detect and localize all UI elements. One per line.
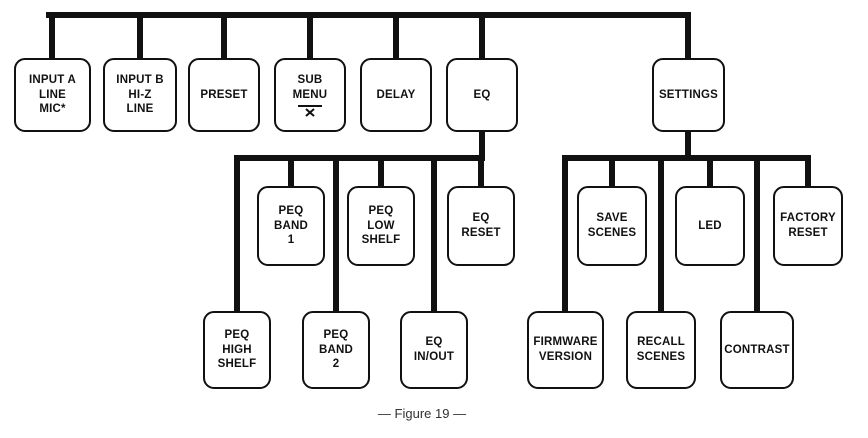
node-input-b: INPUT B HI-Z LINE bbox=[103, 58, 177, 132]
node-peq-high-shelf: PEQ HIGH SHELF bbox=[203, 311, 271, 389]
node-label: FIRMWARE VERSION bbox=[533, 336, 598, 363]
connector-line-eq-stem bbox=[479, 130, 485, 161]
connector-line bbox=[393, 12, 399, 58]
connector-line bbox=[754, 155, 760, 311]
connector-line bbox=[307, 12, 313, 58]
connector-line bbox=[562, 155, 568, 311]
node-label: SAVE SCENES bbox=[587, 212, 637, 239]
node-sub-menu: SUB MENU bbox=[274, 58, 346, 132]
node-led: LED bbox=[675, 186, 745, 266]
node-eq-reset: EQ RESET bbox=[447, 186, 515, 266]
connector-line bbox=[479, 12, 485, 58]
node-label: CONTRAST bbox=[724, 343, 790, 356]
connector-line bbox=[805, 155, 811, 186]
node-recall-scenes: RECALL SCENES bbox=[626, 311, 696, 389]
sub-menu-icon bbox=[298, 105, 322, 118]
connector-line-eq-bus bbox=[234, 155, 485, 161]
connector-line bbox=[288, 155, 294, 186]
node-label: RECALL SCENES bbox=[636, 336, 686, 363]
connector-line bbox=[658, 155, 664, 311]
node-label: LED bbox=[698, 219, 722, 232]
node-label: SUB MENU bbox=[292, 73, 328, 101]
node-label: PRESET bbox=[200, 88, 248, 101]
connector-line bbox=[333, 155, 339, 311]
connector-line bbox=[221, 12, 227, 58]
node-settings: SETTINGS bbox=[652, 58, 725, 132]
node-label: FACTORY RESET bbox=[780, 212, 836, 239]
connector-line-top-bus bbox=[46, 12, 691, 18]
connector-line-settings-stem bbox=[685, 130, 691, 161]
node-label: PEQ BAND 1 bbox=[273, 204, 309, 247]
node-label: EQ IN/OUT bbox=[413, 336, 455, 363]
connector-line bbox=[478, 155, 484, 186]
node-factory-reset: FACTORY RESET bbox=[773, 186, 843, 266]
node-eq: EQ bbox=[446, 58, 518, 132]
connector-line bbox=[707, 155, 713, 186]
connector-line bbox=[685, 12, 691, 58]
node-firmware-version: FIRMWARE VERSION bbox=[527, 311, 604, 389]
node-label: SETTINGS bbox=[658, 88, 719, 101]
connector-line bbox=[609, 155, 615, 186]
connector-line bbox=[431, 155, 437, 311]
node-peq-band-2: PEQ BAND 2 bbox=[302, 311, 370, 389]
node-label: INPUT B HI-Z LINE bbox=[116, 73, 164, 116]
node-save-scenes: SAVE SCENES bbox=[577, 186, 647, 266]
node-delay: DELAY bbox=[360, 58, 432, 132]
node-eq-in-out: EQ IN/OUT bbox=[400, 311, 468, 389]
node-label: PEQ HIGH SHELF bbox=[217, 328, 257, 371]
node-label: PEQ BAND 2 bbox=[318, 328, 354, 371]
node-input-a: INPUT A LINE MIC* bbox=[14, 58, 91, 132]
node-label: DELAY bbox=[376, 88, 416, 101]
figure-caption: — Figure 19 — bbox=[377, 406, 467, 421]
connector-line-settings-bus bbox=[562, 155, 811, 161]
node-label: EQ RESET bbox=[461, 212, 501, 239]
node-peq-low-shelf: PEQ LOW SHELF bbox=[347, 186, 415, 266]
node-label: INPUT A LINE MIC* bbox=[29, 73, 76, 116]
node-label: EQ bbox=[473, 88, 491, 101]
connector-line bbox=[234, 155, 240, 311]
connector-line bbox=[137, 12, 143, 58]
node-peq-band-1: PEQ BAND 1 bbox=[257, 186, 325, 266]
connector-line bbox=[378, 155, 384, 186]
node-preset: PRESET bbox=[188, 58, 260, 132]
node-contrast: CONTRAST bbox=[720, 311, 794, 389]
connector-line bbox=[49, 12, 55, 58]
node-label: PEQ LOW SHELF bbox=[361, 204, 401, 247]
